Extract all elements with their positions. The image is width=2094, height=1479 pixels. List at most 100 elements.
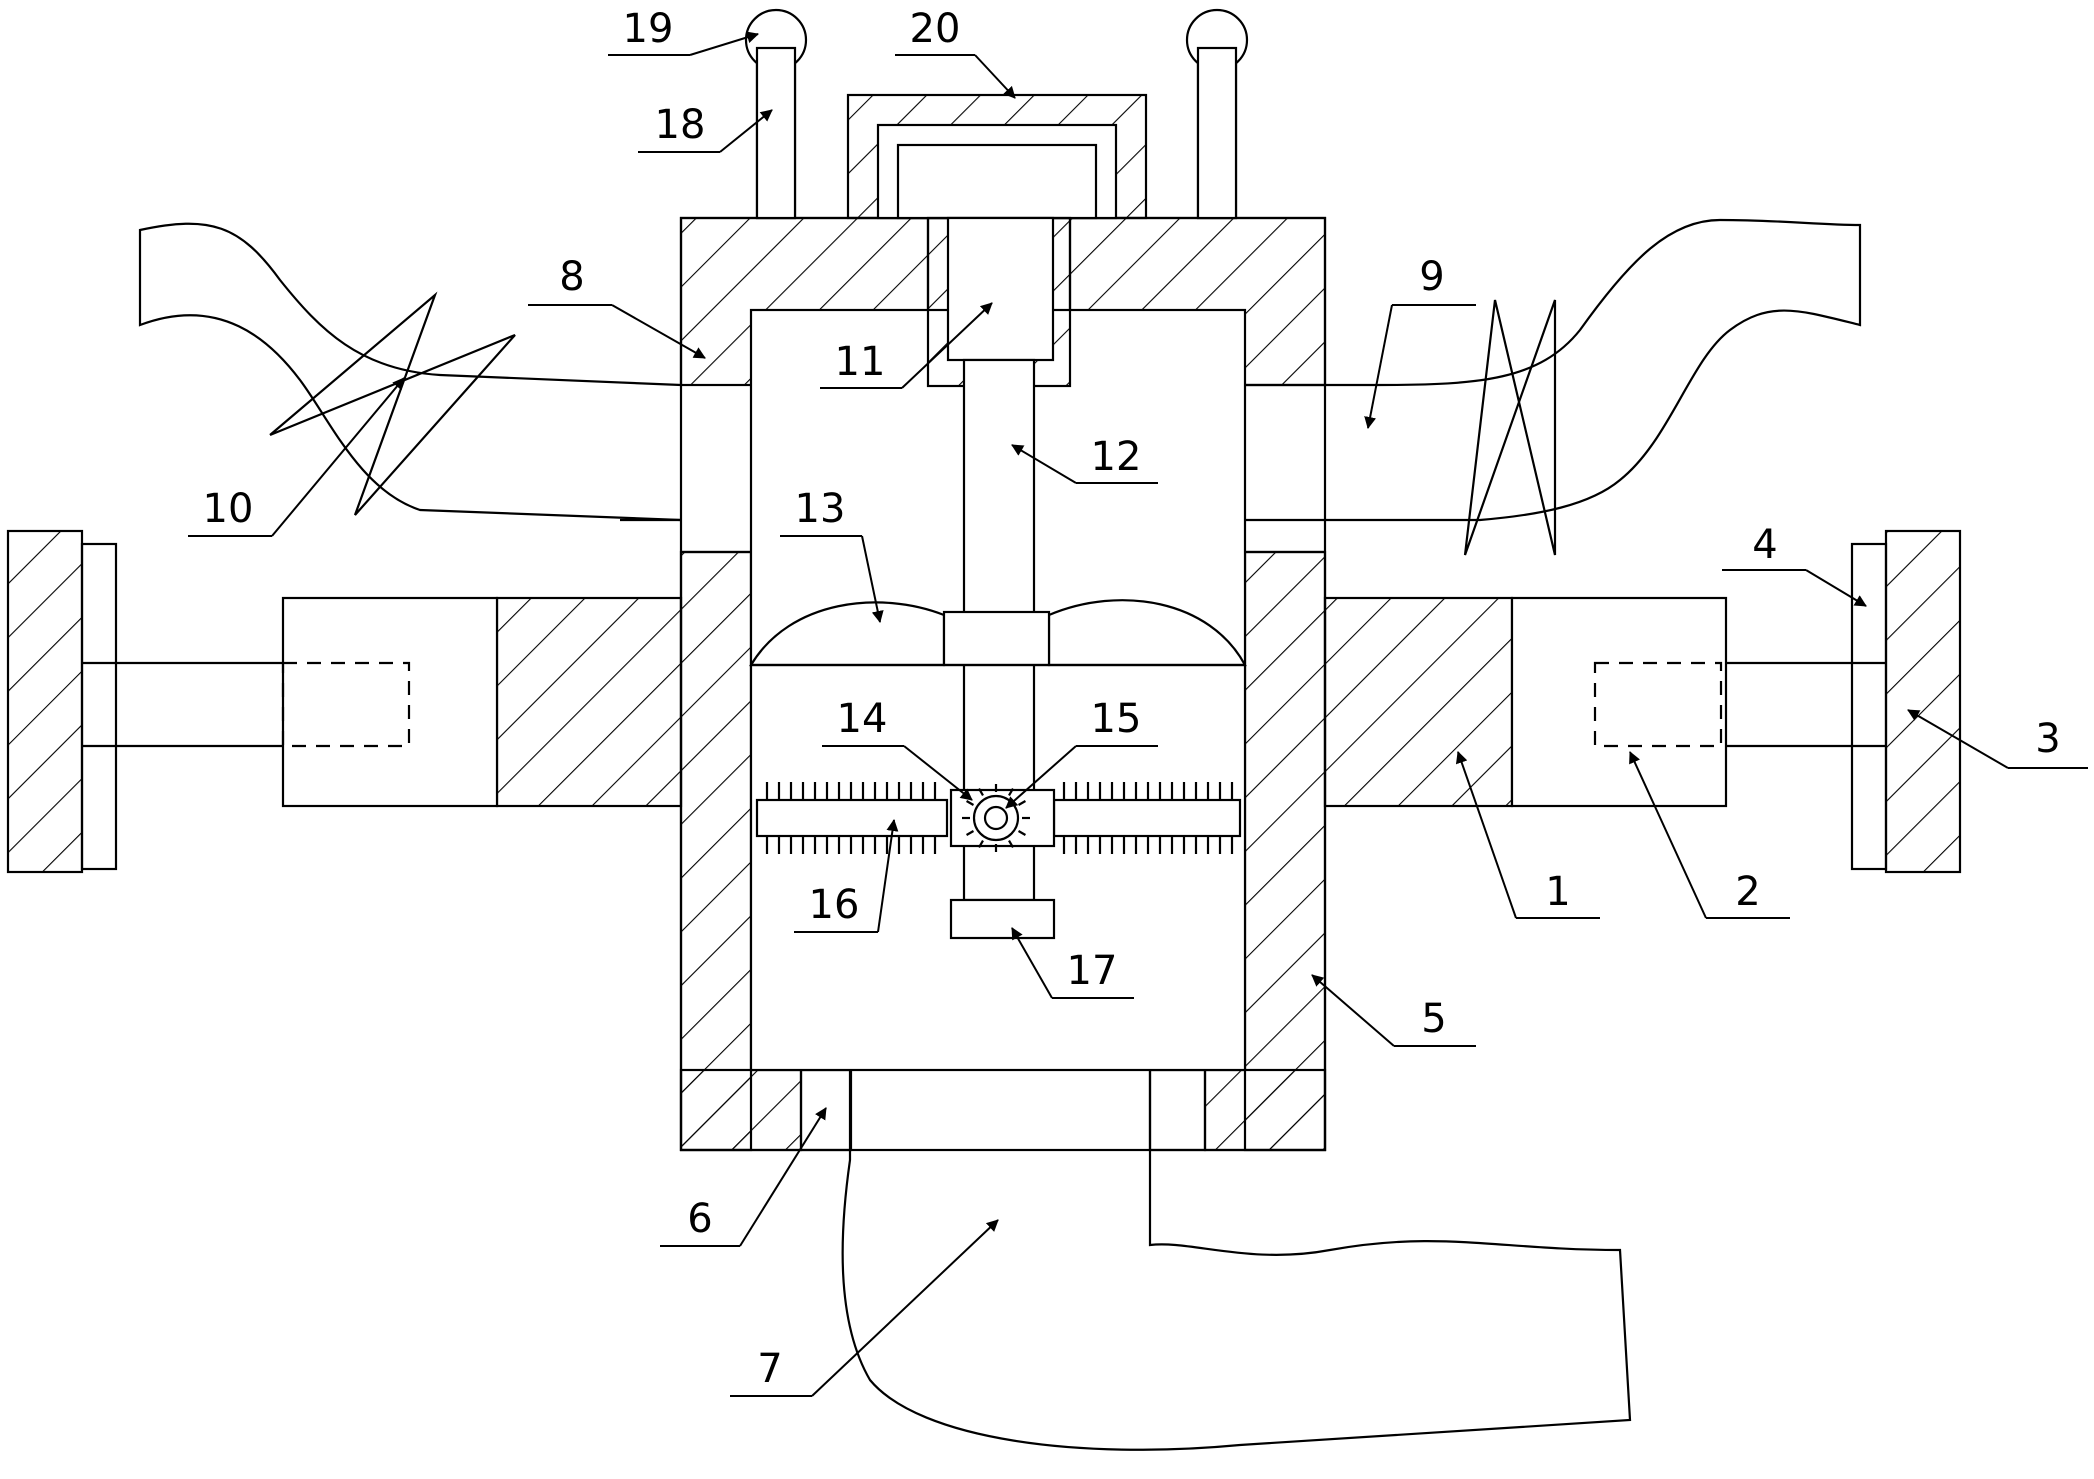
brush-bristles-top: [765, 782, 1234, 854]
callout-label: 16: [809, 882, 860, 928]
callout-label: 8: [559, 254, 584, 300]
callout-leader: [903, 745, 973, 801]
callout-1: 1: [1455, 751, 1600, 919]
right-wheel-hub: [1850, 542, 1888, 871]
callout-label: 9: [1419, 254, 1444, 300]
callout-leader: [1455, 751, 1517, 919]
filter-screen: [749, 601, 946, 667]
callout-11: 11: [820, 302, 993, 389]
callout-leader: [811, 1219, 999, 1397]
right-rod-slot: [1593, 661, 1723, 748]
callout-7: 7: [730, 1219, 999, 1397]
callout-3: 3: [1907, 709, 2088, 769]
callout-label: 7: [757, 1346, 782, 1392]
callout-leader: [1364, 304, 1393, 429]
callout-10: 10: [188, 377, 405, 537]
brush-right: [1052, 798, 1242, 838]
left-wheel: [6, 529, 84, 874]
callout-20: 20: [895, 6, 1016, 99]
callout-15: 15: [1005, 696, 1158, 809]
callout-label: 11: [835, 339, 886, 385]
callout-leader: [1907, 709, 2009, 769]
bearing-ray: [978, 839, 984, 848]
callout-leader: [1011, 927, 1053, 999]
callout-label: 14: [837, 696, 888, 742]
callout-leader: [1805, 569, 1867, 607]
callout-leader: [1011, 444, 1077, 484]
callout-leader: [1629, 751, 1707, 919]
right-sleeve: [1510, 596, 1728, 808]
callout-label: 15: [1091, 696, 1142, 742]
left-rod: [82, 661, 283, 748]
left-sleeve: [281, 596, 499, 808]
right-pipe-valve: [1463, 299, 1557, 556]
flange-left-6: [799, 1068, 853, 1152]
motor: [946, 216, 1055, 362]
callout-8: 8: [528, 254, 706, 359]
right-outlet-pipe-upper-wall: [1245, 218, 1862, 522]
bearing-ray: [1008, 788, 1014, 797]
shaft-collar: [942, 610, 1051, 667]
callout-5: 5: [1311, 974, 1476, 1047]
callout-leader: [1311, 974, 1395, 1047]
callout-9: 9: [1364, 254, 1476, 429]
callout-label: 12: [1091, 434, 1142, 480]
left-handle-post-front: [755, 46, 797, 220]
callout-label: 17: [1067, 948, 1118, 994]
body-bottom-left-block: [679, 1068, 803, 1152]
callout-leader: [719, 109, 773, 153]
callout-leader: [877, 819, 899, 933]
right-wheel: [1884, 529, 1962, 874]
callout-leader: [689, 31, 759, 56]
body-right-wall: [1243, 550, 1327, 1152]
left-rod-slot: [281, 661, 411, 748]
callout-4: 4: [1722, 522, 1867, 607]
callout-label: 1: [1545, 869, 1570, 915]
callout-leader: [1005, 745, 1077, 809]
callout-label: 6: [687, 1196, 712, 1242]
bearing-ray: [966, 800, 975, 806]
callout-label: 18: [655, 102, 706, 148]
callout-leader: [271, 377, 405, 537]
body-left-wall: [679, 550, 753, 1152]
callout-label: 10: [203, 486, 254, 532]
callout-19: 19: [608, 6, 759, 56]
bearing-inner: [983, 805, 1009, 831]
brush-left: [755, 798, 949, 838]
callout-label: 2: [1735, 869, 1760, 915]
bearing-ray: [1008, 839, 1014, 848]
callout-leader: [974, 54, 1016, 99]
flange-right-6: [1148, 1068, 1207, 1152]
shaft-end-block: [949, 898, 1056, 940]
callout-leader: [739, 1107, 827, 1247]
callout-2: 2: [1629, 751, 1790, 919]
callout-label: 20: [910, 6, 961, 52]
callout-6: 6: [660, 1107, 827, 1247]
left-pipe-valve: [269, 291, 516, 516]
bearing-ray: [1017, 800, 1026, 806]
callout-leader: [611, 304, 706, 359]
callout-13: 13: [780, 486, 884, 623]
bearing-ray: [978, 788, 984, 797]
callout-label: 5: [1421, 996, 1446, 1042]
callout-label: 13: [795, 486, 846, 532]
right-handle-post-front: [1196, 46, 1238, 220]
left-mount-block: [495, 596, 683, 808]
bearing-rays: [962, 784, 1030, 852]
callout-label: 19: [623, 6, 674, 52]
callout-leader: [901, 302, 993, 389]
left-wheel-hub: [80, 542, 118, 871]
body-bottom-right-block: [1203, 1068, 1327, 1152]
callout-label: 3: [2035, 716, 2060, 762]
left-inlet-pipe-upper-wall: [138, 222, 682, 522]
callout-18: 18: [638, 102, 773, 153]
callout-16: 16: [794, 819, 899, 933]
right-mount-block: [1323, 596, 1514, 808]
bottom-outlet-pipe: [841, 1070, 1632, 1451]
top-cover-core: [896, 143, 1098, 220]
callout-12: 12: [1011, 434, 1158, 484]
bearing-ray: [1017, 830, 1026, 836]
callout-14: 14: [822, 696, 973, 801]
